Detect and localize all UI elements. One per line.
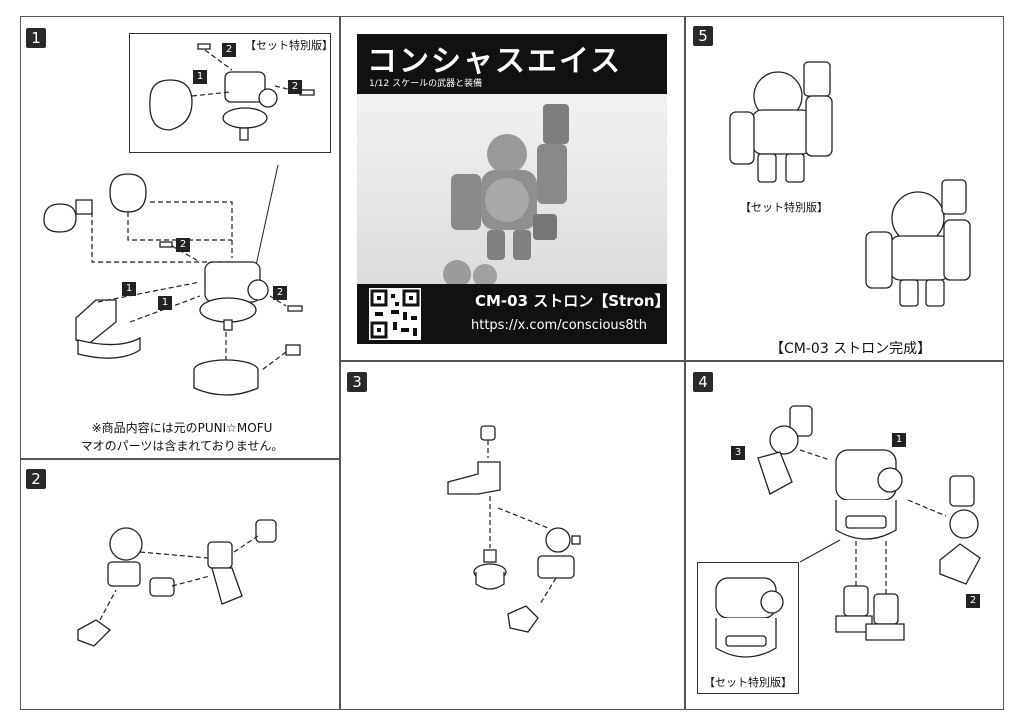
product-name: CM-03 ストロン【Stron】 bbox=[475, 292, 670, 310]
panel-1-number: 1 bbox=[26, 28, 46, 48]
divider-h-right bbox=[684, 360, 1004, 362]
panel-5-number: 5 bbox=[693, 26, 713, 46]
brand-title: コンシャスエイス bbox=[367, 44, 623, 79]
panel-3-number: 3 bbox=[347, 372, 367, 392]
step-marker-1b: 1 bbox=[122, 282, 136, 296]
cover-header: コンシャスエイス 1/12 スケールの武器と装備 bbox=[357, 34, 667, 94]
panel-2-number: 2 bbox=[26, 469, 46, 489]
step-marker-2a: 2 bbox=[222, 43, 236, 57]
panel-4-number: 4 bbox=[693, 372, 713, 392]
product-url[interactable]: https://x.com/conscious8th bbox=[471, 318, 648, 333]
divider-h-mid bbox=[339, 360, 685, 362]
panel-1-note-line2: マオのパーツは含まれておりません。 bbox=[80, 439, 284, 453]
step-marker-1a: 1 bbox=[193, 70, 207, 84]
qr-pattern bbox=[370, 289, 420, 339]
panel-4-inset-diagram bbox=[715, 577, 784, 658]
panel-3-diagram bbox=[447, 425, 581, 633]
panel-1-main-diagram bbox=[43, 164, 303, 396]
divider-h-left bbox=[20, 458, 340, 460]
divider-v1 bbox=[339, 16, 341, 710]
panel-4-marker-2: 2 bbox=[966, 594, 980, 608]
panel-2-diagram bbox=[77, 519, 277, 647]
robot-photo-illustration bbox=[443, 104, 569, 288]
step-marker-2b: 2 bbox=[288, 80, 302, 94]
panel-4-set-label: 【セット特別版】 bbox=[704, 676, 792, 689]
instruction-sheet bbox=[20, 16, 1004, 710]
panel-5-set-label: 【セット特別版】 bbox=[740, 201, 828, 214]
step-marker-2c: 2 bbox=[176, 238, 190, 252]
panel-5-diagram bbox=[729, 61, 971, 307]
panel-4-diagram bbox=[757, 405, 981, 641]
brand-subtitle: 1/12 スケールの武器と装備 bbox=[369, 79, 483, 89]
panel-4-marker-1: 1 bbox=[892, 433, 906, 447]
panel-5-completed-label: 【CM-03 ストロン完成】 bbox=[770, 341, 932, 357]
panel-1-note: ※商品内容には元のPUNI☆MOFU マオのパーツは含まれておりません。 bbox=[40, 419, 324, 455]
product-cover: コンシャスエイス 1/12 スケールの武器と装備 bbox=[357, 34, 670, 344]
cover-footer: CM-03 ストロン【Stron】 https://x.com/consciou… bbox=[357, 284, 670, 344]
panel-1-set-label: 【セット特別版】 bbox=[245, 39, 333, 52]
divider-v2 bbox=[684, 16, 686, 710]
panel-1-note-line1: ※商品内容には元のPUNI☆MOFU bbox=[91, 421, 273, 435]
step-marker-1c: 1 bbox=[158, 296, 172, 310]
panel-4-marker-3: 3 bbox=[731, 446, 745, 460]
product-photo bbox=[357, 94, 667, 288]
qr-code[interactable] bbox=[369, 288, 421, 340]
step-marker-2d: 2 bbox=[273, 286, 287, 300]
